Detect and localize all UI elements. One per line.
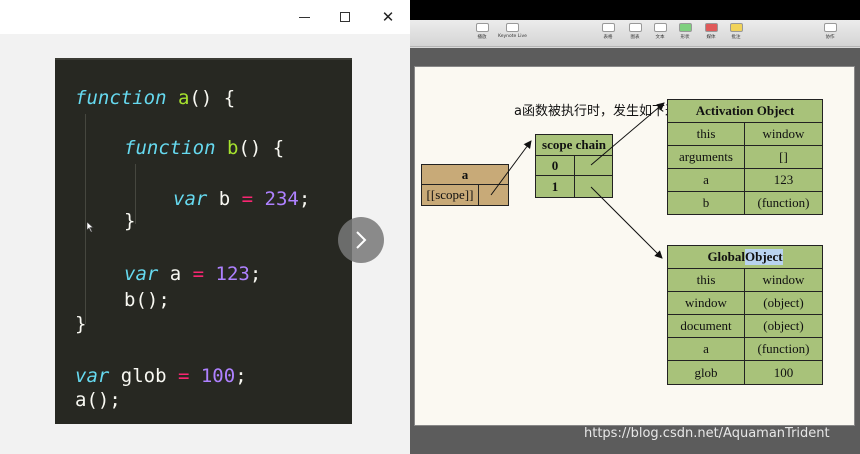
close-button[interactable]: ✕ <box>376 6 400 28</box>
shape-button[interactable]: 形状 <box>671 23 699 45</box>
comment-button[interactable]: 批注 <box>722 23 750 45</box>
slide-caption: a函数被执行时，发生如下过程 <box>514 104 691 119</box>
code-identifier: a <box>158 263 193 285</box>
code-text: ; <box>249 263 262 285</box>
chart-button[interactable]: 图表 <box>621 23 649 45</box>
text-icon <box>653 23 667 32</box>
code-line-9: a(); <box>75 389 121 411</box>
camera-icon <box>505 23 519 32</box>
global-object-title-part2: Object <box>745 249 783 265</box>
global-object-title-part1: Global <box>707 249 746 264</box>
slide[interactable]: a函数被执行时，发生如下过程 a [[scope]] scope chain 0… <box>414 66 855 426</box>
arrow-slot0-to-ao <box>590 102 665 166</box>
ao-key: this <box>667 122 745 146</box>
slide-canvas: a函数被执行时，发生如下过程 a [[scope]] scope chain 0… <box>410 48 860 454</box>
ao-value: (function) <box>744 191 823 215</box>
minimize-button[interactable] <box>292 6 316 28</box>
maximize-icon <box>340 12 350 22</box>
go-key: a <box>667 337 745 361</box>
go-key: window <box>667 291 745 315</box>
arrow-scope-to-chain <box>490 140 532 196</box>
media-icon <box>704 23 718 32</box>
function-a-scope-label: [[scope]] <box>421 184 479 206</box>
code-text: () { <box>189 87 236 109</box>
shape-icon <box>678 23 692 32</box>
ao-key: arguments <box>667 145 745 169</box>
code-keyword: var <box>124 263 159 285</box>
code-line-7: } <box>75 313 87 335</box>
ao-key: a <box>667 168 745 192</box>
media-button[interactable]: 媒体 <box>697 23 725 45</box>
arrow-slot1-to-go <box>590 186 663 259</box>
code-operator: = <box>241 188 254 210</box>
indent-guide <box>135 164 136 224</box>
global-object-title: Global Object <box>667 245 823 269</box>
table-button[interactable]: 表格 <box>594 23 622 45</box>
code-operator: = <box>177 365 190 387</box>
code-line-4: } <box>124 210 136 232</box>
keynote-toolbar: 播放 Keynote Live 表格 图表 文本 形状 媒体 批注 协作 <box>410 20 860 47</box>
code-line-6: b(); <box>124 289 170 311</box>
function-a-scope-pointer <box>478 184 509 206</box>
code-number: 100 <box>189 365 236 387</box>
code-number: 234 <box>253 188 299 210</box>
comment-icon <box>729 23 743 32</box>
code-line-2: function b() { <box>124 137 284 159</box>
text-button[interactable]: 文本 <box>646 23 674 45</box>
scope-chain-slot-1 <box>574 175 613 198</box>
next-image-button[interactable] <box>338 217 384 263</box>
code-identifier: glob <box>109 365 178 387</box>
code-keyword: function <box>124 137 216 159</box>
close-icon: ✕ <box>381 8 395 26</box>
code-function-name: b <box>226 137 239 159</box>
watermark-text: https://blog.csdn.net/AquamanTrident <box>584 426 830 441</box>
code-keyword: var <box>75 365 110 387</box>
code-text: ; <box>235 365 247 387</box>
go-value: (function) <box>744 337 823 361</box>
keynote-live-button[interactable]: Keynote Live <box>498 23 527 45</box>
chevron-right-icon <box>356 231 367 249</box>
indent-guide <box>85 114 86 324</box>
code-keyword: function <box>75 87 167 109</box>
ao-value: window <box>744 122 823 146</box>
code-keyword: var <box>173 188 208 210</box>
pointer-arrows <box>490 102 665 259</box>
window-titlebar: ✕ <box>0 0 410 34</box>
code-operator: = <box>192 263 205 285</box>
code-text: () { <box>238 137 285 159</box>
code-function-name: a <box>177 87 190 109</box>
go-value: 100 <box>744 360 823 385</box>
maximize-button[interactable] <box>333 6 357 28</box>
code-identifier: b <box>207 188 242 210</box>
code-line-3: var b = 234; <box>173 188 310 210</box>
chart-icon <box>628 23 642 32</box>
activation-object-title: Activation Object <box>667 99 823 123</box>
go-key: glob <box>667 360 745 385</box>
keynote-window: 播放 Keynote Live 表格 图表 文本 形状 媒体 批注 协作 a函数… <box>410 20 860 454</box>
code-line-5: var a = 123; <box>124 263 261 285</box>
minimize-icon <box>298 16 310 18</box>
collaborate-icon <box>823 23 837 32</box>
mouse-cursor-icon <box>87 222 94 232</box>
code-line-8: var glob = 100; <box>75 365 247 387</box>
code-image: function a() { function b() { var b = 23… <box>55 58 352 424</box>
play-icon <box>475 23 489 32</box>
play-button[interactable]: 播放 <box>468 23 496 45</box>
ao-key: b <box>667 191 745 215</box>
code-line-1: function a() { <box>75 87 235 109</box>
code-text: ; <box>298 188 311 210</box>
collaborate-button[interactable]: 协作 <box>816 23 844 45</box>
code-number: 123 <box>204 263 250 285</box>
table-icon <box>601 23 615 32</box>
